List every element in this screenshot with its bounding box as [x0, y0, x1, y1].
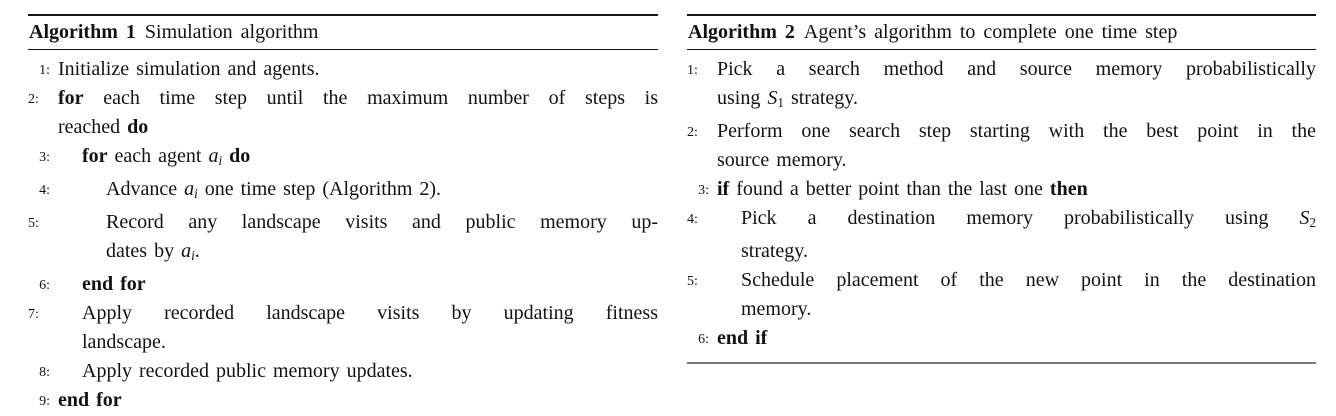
step-number: 4:: [39, 183, 50, 199]
step-text-segment: then: [1049, 178, 1088, 201]
algorithm-step-row: 5: Record any landscape visits and public…: [28, 208, 658, 237]
step-text-segment: Perform one search step starting with th…: [717, 120, 1316, 143]
step-text-segment: end if: [717, 327, 768, 350]
step-number: 8:: [39, 365, 50, 381]
step-text-segment: a: [184, 178, 195, 201]
algorithm-step-row: dates by ai.: [28, 237, 658, 270]
algorithm-step-row: 5: Schedule placement of the new point in…: [687, 266, 1316, 295]
algorithm-2-header-rule: [687, 49, 1316, 50]
step-number: 3:: [39, 150, 50, 165]
step-text-segment: found a better point than the last one: [729, 178, 1050, 201]
step-text-segment: i: [194, 186, 198, 202]
step-text-segment: 1: [777, 95, 784, 111]
step-text-segment: Apply recorded public memory updates.: [82, 360, 413, 383]
step-text-segment: each agent: [107, 145, 209, 167]
step-text-segment: landscape.: [82, 331, 166, 354]
step-number: 5:: [28, 216, 39, 232]
step-text-segment: strategy.: [741, 240, 809, 263]
algorithm-step-row: landscape.: [28, 328, 658, 357]
step-text-segment: Pick a search method and source memory p…: [717, 58, 1316, 80]
step-text-segment: using: [717, 87, 768, 109]
step-text-segment: S: [767, 87, 778, 109]
step-text-segment: strategy.: [783, 87, 858, 109]
algorithm-step-row: 3: if found a better point than the last …: [687, 175, 1316, 204]
step-text-segment: a: [208, 145, 219, 167]
step-number: 2:: [28, 92, 39, 107]
algorithm-2-title: Agent’s algorithm to complete one time s…: [803, 21, 1178, 43]
step-text-segment: a: [181, 240, 192, 263]
step-text-segment: i: [191, 248, 195, 264]
algorithm-step-row: 3: for each agent ai do: [28, 142, 658, 175]
algorithm-step-row: memory.: [687, 295, 1316, 324]
step-number: 1:: [687, 63, 698, 78]
algorithm-2-label: Algorithm 2: [688, 21, 795, 43]
step-text-segment: one time step (Algorithm 2).: [197, 178, 442, 201]
step-number: 9:: [39, 394, 50, 410]
algorithm-step-row: 4: Pick a destination memory probabilisti…: [687, 204, 1316, 237]
step-number: 3:: [698, 183, 709, 199]
algorithm-step-row: 6: end for: [28, 270, 658, 299]
algorithm-step-row: reached do: [28, 113, 658, 142]
step-text-segment: for: [58, 87, 84, 109]
step-text-segment: do: [127, 116, 149, 138]
algorithm-2-top-rule: [687, 14, 1316, 16]
step-text-segment: memory.: [741, 298, 812, 321]
step-text-segment: Initialize simulation and agents.: [58, 58, 320, 80]
step-text-segment: source memory.: [717, 149, 847, 172]
step-text-segment: 2: [1309, 215, 1316, 231]
step-text-segment: i: [218, 153, 223, 169]
step-number: 5:: [687, 274, 698, 290]
algorithm-2-header: Algorithm 2 Agent’s algorithm to complete…: [687, 16, 1316, 49]
algorithm-step-row: 1: Pick a search method and source memory…: [687, 55, 1316, 84]
step-text-segment: Pick a destination memory probabilistica…: [741, 207, 1300, 230]
algorithm-2-block: Algorithm 2 Agent’s algorithm to complete…: [687, 14, 1316, 365]
algorithm-step-row: 1: Initialize simulation and agents.: [28, 55, 658, 84]
step-text-segment: S: [1299, 207, 1310, 230]
step-number: 6:: [698, 332, 709, 348]
algorithm-2-steps: 1: Pick a search method and source memory…: [687, 50, 1316, 353]
step-text-segment: Advance: [106, 178, 185, 201]
algorithm-1-block: Algorithm 1 Simulation algorithm 1: Initia…: [28, 14, 658, 415]
step-number: 7:: [28, 307, 39, 323]
algorithm-1-steps: 1: Initialize simulation and agents. 2: for…: [28, 50, 658, 415]
step-text-segment: each time step until the maximum number …: [83, 87, 658, 109]
algorithm-step-row: 2: Perform one search step starting with …: [687, 117, 1316, 146]
step-text-segment: dates by: [106, 240, 182, 263]
algorithm-step-row: 9: end for: [28, 386, 658, 415]
algorithm-step-row: 6: end if: [687, 324, 1316, 353]
step-number: 2:: [687, 125, 698, 141]
algorithm-1-header: Algorithm 1 Simulation algorithm: [28, 16, 658, 49]
step-text-segment: end for: [82, 273, 146, 296]
step-text-segment: if: [717, 178, 730, 201]
step-text-segment: Schedule placement of the new point in t…: [741, 269, 1316, 292]
step-number: 6:: [39, 278, 50, 294]
step-text-segment: end for: [58, 389, 122, 412]
algorithm-step-row: 7: Apply recorded landscape visits by upd…: [28, 299, 658, 328]
algorithm-1-title: Simulation algorithm: [144, 21, 319, 43]
algorithm-step-row: 8: Apply recorded public memory updates.: [28, 357, 658, 386]
step-number: 1:: [39, 63, 50, 78]
step-text-segment: for: [82, 145, 108, 167]
algorithm-step-row: using S1 strategy.: [687, 84, 1316, 117]
algorithm-step-row: source memory.: [687, 146, 1316, 175]
algorithm-step-row: 2: for each time step until the maximum n…: [28, 84, 658, 113]
algorithm-step-row: strategy.: [687, 237, 1316, 266]
algorithm-1-top-rule: [28, 14, 658, 16]
algorithm-step-row: 4: Advance ai one time step (Algorithm 2)…: [28, 175, 658, 208]
step-number: 4:: [687, 212, 698, 228]
algorithm-bottom-rule: [687, 362, 1316, 365]
algorithm-1-label: Algorithm 1: [29, 21, 136, 43]
algorithm-1-header-rule: [28, 49, 658, 50]
step-text-segment: Record any landscape visits and public m…: [106, 211, 658, 234]
step-text-segment: .: [194, 240, 200, 263]
step-text-segment: do: [229, 145, 251, 167]
step-text-segment: reached: [58, 116, 128, 138]
step-text-segment: Apply recorded landscape visits by updat…: [82, 302, 658, 325]
